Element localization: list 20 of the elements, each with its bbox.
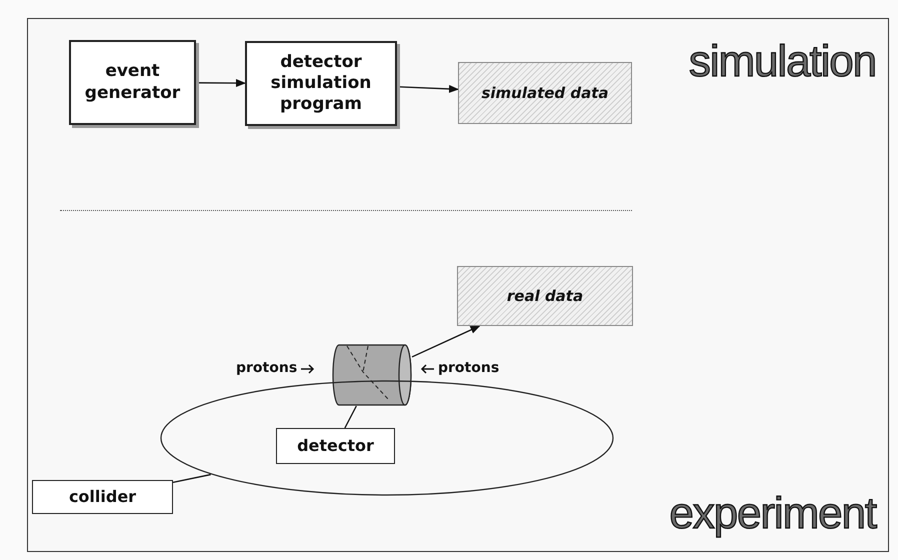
node-label: detector (297, 435, 374, 457)
process-box (245, 41, 397, 126)
data-box (458, 62, 632, 124)
section-title: experiment (669, 492, 876, 536)
arrow (412, 325, 480, 358)
particle-label: protons (236, 359, 298, 378)
node-label: collider (68, 486, 136, 508)
callout-box (32, 480, 173, 514)
process-box (69, 40, 196, 125)
leader-line (344, 406, 357, 428)
data-box (457, 266, 633, 326)
node-label: real data (506, 286, 584, 307)
arrow (196, 79, 246, 88)
node-label: event generator (84, 61, 182, 104)
node-label: simulated data (481, 82, 609, 104)
node-label: detector simulation program (270, 52, 372, 116)
leader-line (172, 474, 211, 484)
section-title: simulation (688, 40, 876, 84)
particle-label: protons (438, 359, 500, 378)
callout-box (276, 428, 395, 464)
